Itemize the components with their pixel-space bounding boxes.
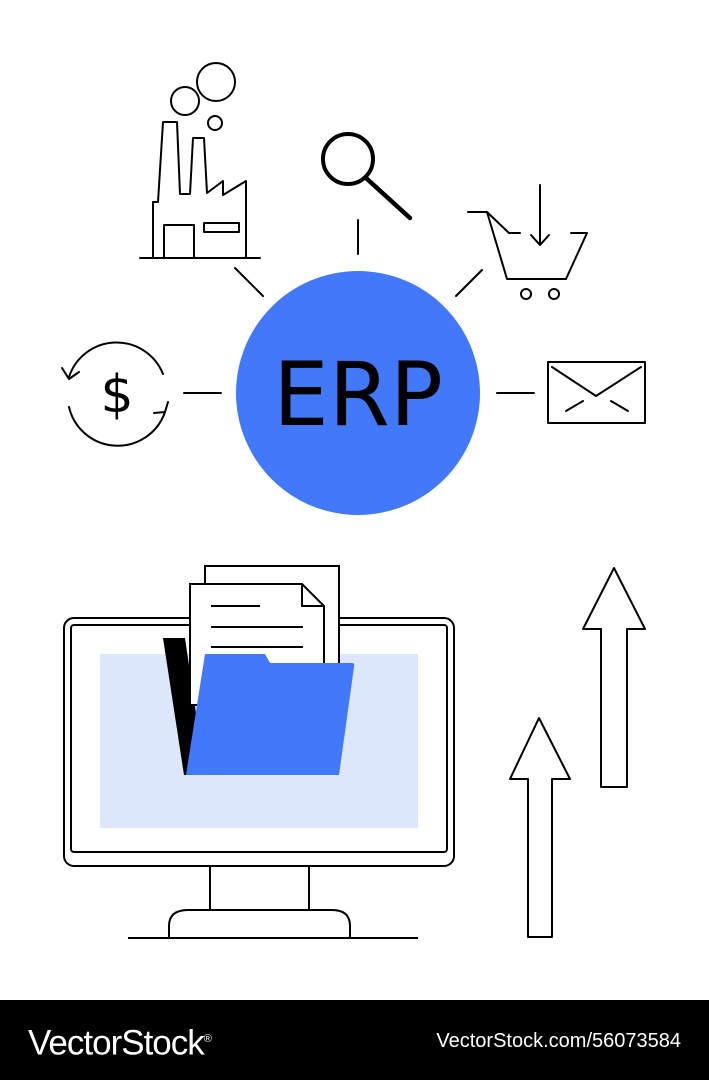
envelope-icon — [547, 361, 646, 424]
svg-text:$: $ — [100, 365, 133, 425]
watermark-brand: VectorStock® — [28, 1019, 212, 1064]
factory-icon — [139, 62, 261, 259]
erp-illustration: ERP — [61, 62, 646, 939]
erp-hub-circle — [236, 271, 480, 515]
brand-registered-mark: ® — [203, 1033, 212, 1045]
search-icon — [321, 132, 413, 221]
brand-name: VectorStock — [28, 1023, 205, 1063]
shopping-cart-icon — [467, 184, 588, 300]
watermark-image-id: VectorStock.com/56073584 — [436, 1030, 681, 1052]
dollar-cycle-icon: $ — [61, 341, 169, 447]
connector-lines — [183, 219, 535, 394]
watermark-footer: VectorStock® VectorStock.com/56073584 — [0, 1000, 709, 1080]
erp-hub-label: ERP — [273, 343, 443, 446]
arrow-up-icon — [509, 567, 646, 938]
folder-icon — [163, 565, 355, 775]
